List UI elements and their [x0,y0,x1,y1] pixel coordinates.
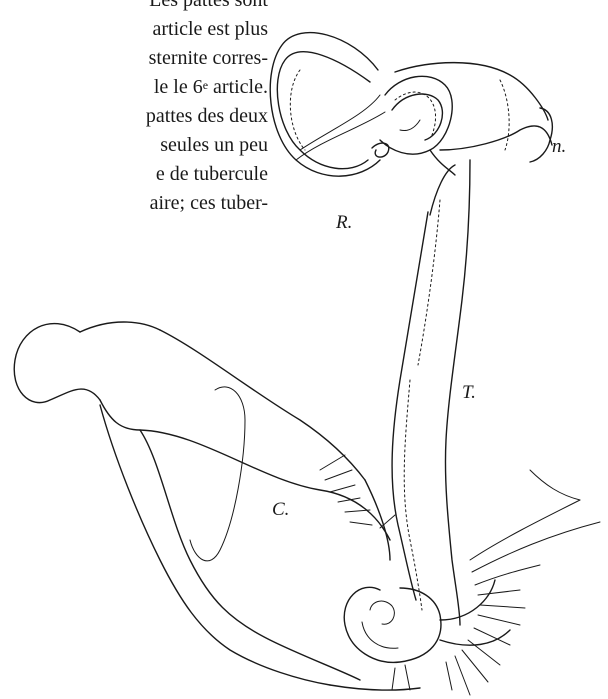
setae [320,455,600,695]
label-n: n. [552,136,566,157]
label-T: T. [462,382,476,403]
base-bulb [344,580,510,662]
coil-R [270,33,452,177]
label-R: R. [335,212,352,233]
claw-C [14,322,420,690]
stem-T [392,160,470,625]
label-C: C. [272,499,289,520]
joint-n [395,63,552,175]
